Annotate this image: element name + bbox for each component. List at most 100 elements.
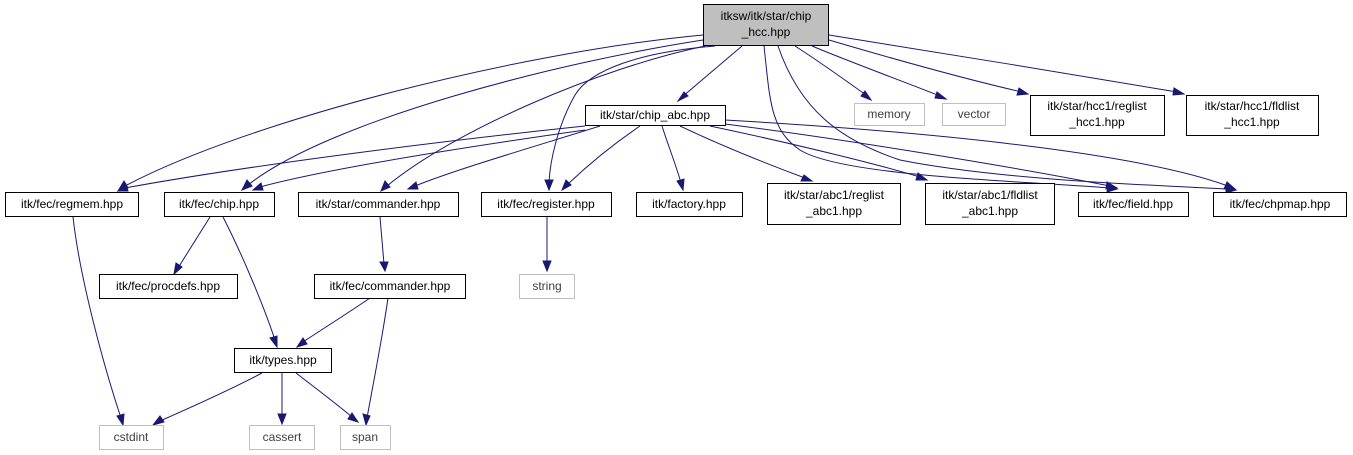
- edge-regmem-to-cstdint: [72, 216, 122, 419]
- node-chip-abc[interactable]: itk/star/chip_abc.hpp: [585, 105, 726, 126]
- edge-chip-to-types: [222, 216, 276, 341]
- node-box: [636, 192, 743, 217]
- edge-chip-abc-to-regmem: [124, 125, 586, 189]
- edges: [72, 34, 1238, 427]
- node-box: [99, 425, 164, 450]
- node-procdefs[interactable]: itk/fec/procdefs.hpp: [99, 274, 238, 299]
- edge-root-to-register: [548, 45, 716, 184]
- edge-root-to-chip-abc: [681, 45, 743, 98]
- node-box: [519, 274, 575, 299]
- node-label: itk/star/abc1/reglist: [784, 188, 885, 202]
- node-box: [703, 4, 829, 46]
- node-box: [1213, 192, 1347, 217]
- arrowhead: [251, 182, 264, 191]
- node-label: itksw/itk/star/chip: [721, 9, 812, 23]
- edge-root-to-field: [763, 45, 1111, 189]
- edge-fec-commander-to-types: [302, 297, 371, 343]
- arrowhead: [1016, 87, 1030, 96]
- node-label: itk/fec/chpmap.hpp: [1230, 197, 1331, 211]
- node-label: cassert: [263, 430, 302, 444]
- edge-fec-commander-to-span: [366, 297, 389, 419]
- arrowhead: [379, 261, 389, 273]
- node-chpmap[interactable]: itk/fec/chpmap.hpp: [1213, 192, 1347, 217]
- arrowhead: [1223, 181, 1237, 190]
- arrowhead: [362, 413, 371, 427]
- node-label: _abc1.hpp: [805, 204, 862, 218]
- node-label: itk/fec/procdefs.hpp: [116, 279, 220, 293]
- node-box: [249, 425, 315, 450]
- node-register[interactable]: itk/fec/register.hpp: [481, 192, 612, 217]
- edge-chip-abc-to-fldlist-abc1: [709, 125, 921, 178]
- nodes: itksw/itk/star/chip _hcc.hpp itk/star/ch…: [5, 4, 1347, 450]
- node-box: [1186, 95, 1319, 136]
- arrowhead: [406, 181, 419, 190]
- node-root[interactable]: itksw/itk/star/chip _hcc.hpp: [703, 4, 829, 46]
- arrowhead: [116, 413, 125, 427]
- node-label: itk/star/abc1/fldlist: [942, 188, 1038, 202]
- node-reglist-abc1[interactable]: itk/star/abc1/reglist _abc1.hpp: [767, 183, 901, 225]
- node-label: itk/fec/regmem.hpp: [21, 197, 123, 211]
- node-fec-commander[interactable]: itk/fec/commander.hpp: [314, 274, 466, 299]
- arrowhead: [380, 180, 391, 192]
- node-label: _abc1.hpp: [961, 204, 1018, 218]
- node-label: itk/star/hcc1/reglist: [1047, 99, 1147, 113]
- node-box: [854, 103, 925, 126]
- edge-chip-abc-to-factory: [661, 125, 682, 184]
- node-regmem[interactable]: itk/fec/regmem.hpp: [5, 192, 139, 217]
- edge-star-commander-to-fec-commander: [379, 216, 385, 265]
- edge-root-to-chip: [247, 39, 704, 186]
- arrowhead: [676, 91, 689, 103]
- node-cassert: cassert: [249, 425, 315, 450]
- node-box: [1078, 192, 1189, 217]
- node-box: [925, 183, 1055, 225]
- node-label: vector: [958, 107, 991, 121]
- edge-chip-abc-to-chip: [259, 129, 586, 188]
- edge-chip-abc-to-star-commander: [414, 125, 601, 187]
- node-star-commander[interactable]: itk/star/commander.hpp: [298, 192, 459, 217]
- node-factory[interactable]: itk/factory.hpp: [636, 192, 743, 217]
- node-box: [481, 192, 612, 217]
- arrowhead: [269, 335, 278, 349]
- arrowhead: [1172, 87, 1186, 96]
- node-label: _hcc.hpp: [741, 25, 791, 39]
- edge-root-to-memory: [794, 45, 867, 96]
- node-label: itk/star/hcc1/fldlist: [1205, 99, 1300, 113]
- node-chip[interactable]: itk/fec/chip.hpp: [164, 192, 275, 217]
- node-fldlist-hcc1[interactable]: itk/star/hcc1/fldlist _hcc1.hpp: [1186, 95, 1319, 136]
- node-box: [1030, 95, 1165, 136]
- edge-chip-abc-to-chpmap: [724, 119, 1229, 187]
- node-types[interactable]: itk/types.hpp: [234, 348, 332, 373]
- node-label: itk/star/chip_abc.hpp: [600, 108, 710, 122]
- node-field[interactable]: itk/fec/field.hpp: [1078, 192, 1189, 217]
- edge-root-to-regmem: [124, 34, 704, 187]
- arrowhead: [240, 179, 253, 191]
- node-box: [942, 103, 1006, 126]
- node-box: [314, 274, 466, 299]
- node-fldlist-abc1[interactable]: itk/star/abc1/fldlist _abc1.hpp: [925, 183, 1055, 225]
- arrowhead: [277, 413, 287, 426]
- node-box: [5, 192, 139, 217]
- node-vector: vector: [942, 103, 1006, 126]
- arrowhead: [676, 178, 685, 192]
- node-reglist-hcc1[interactable]: itk/star/hcc1/reglist _hcc1.hpp: [1030, 95, 1165, 136]
- arrowhead: [173, 262, 183, 276]
- arrowhead: [915, 172, 929, 181]
- arrowhead: [934, 91, 948, 100]
- node-label: itk/types.hpp: [249, 353, 317, 367]
- node-label: span: [352, 430, 378, 444]
- edge-root-to-chpmap: [777, 45, 1229, 190]
- node-label: itk/fec/commander.hpp: [330, 279, 451, 293]
- node-label: itk/star/commander.hpp: [316, 197, 441, 211]
- edge-root-to-reglist-hcc1: [828, 39, 1023, 93]
- arrowhead: [544, 179, 554, 192]
- edge-types-to-cstdint: [159, 372, 263, 422]
- edge-chip-abc-to-reglist-abc1: [679, 125, 806, 179]
- node-label: cstdint: [114, 430, 149, 444]
- arrowhead: [860, 90, 873, 102]
- edge-types-to-span: [295, 372, 353, 418]
- arrowhead: [800, 174, 814, 182]
- edge-root-to-star-commander: [386, 45, 706, 187]
- node-box: [164, 192, 275, 217]
- arrowhead: [295, 337, 308, 348]
